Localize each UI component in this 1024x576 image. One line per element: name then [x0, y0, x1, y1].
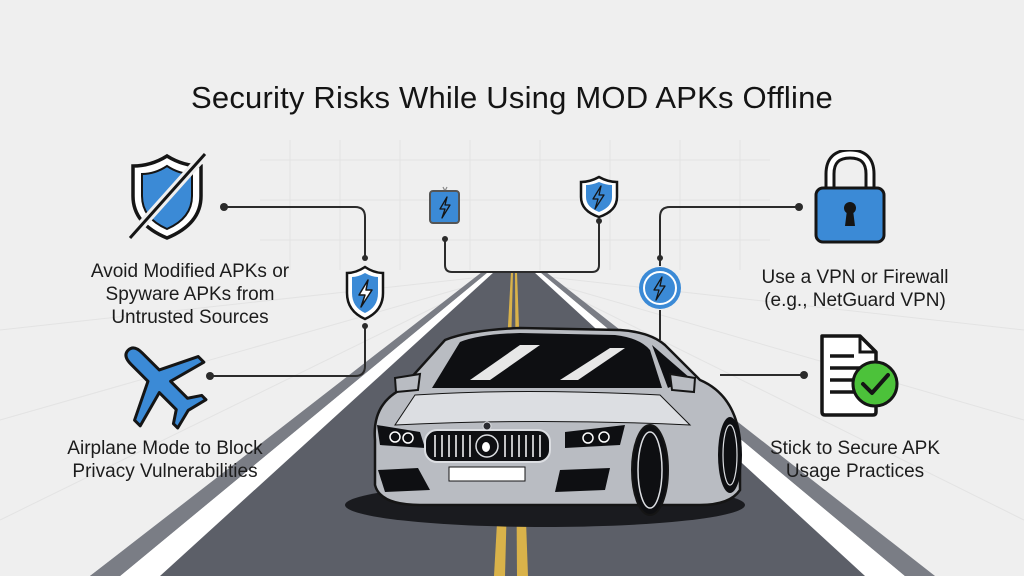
circle-bolt-icon — [639, 267, 681, 309]
label-line: Privacy Vulnerabilities — [72, 461, 258, 482]
label-line: Stick to Secure APK — [769, 438, 941, 459]
label-airplane-mode: Airplane Mode to Block Privacy Vulnerabi… — [30, 437, 300, 483]
label-line: Avoid Modified APKs or — [90, 261, 290, 282]
grille-slats — [434, 435, 541, 457]
car-illustration — [345, 326, 745, 527]
label-line: (e.g., NetGuard VPN) — [764, 290, 946, 311]
document-check-icon — [820, 334, 899, 417]
label-vpn-firewall: Use a VPN or Firewall (e.g., NetGuard VP… — [725, 266, 985, 312]
shield-slash-icon — [126, 152, 209, 241]
padlock-icon — [814, 150, 886, 244]
label-line: Use a VPN or Firewall — [761, 267, 949, 288]
label-line: Spyware APKs from — [105, 284, 275, 305]
battery-bolt-icon — [429, 186, 460, 224]
connector-dots — [206, 203, 808, 380]
connector-lines — [210, 206, 805, 377]
label-line: Usage Practices — [785, 461, 925, 482]
label-secure-practices: Stick to Secure APK Usage Practices — [745, 437, 965, 483]
shield-bolt-icon — [579, 175, 619, 219]
page-title: Security Risks While Using MOD APKs Offl… — [191, 80, 833, 115]
label-avoid-modified-apks: Avoid Modified APKs or Spyware APKs from… — [40, 260, 340, 329]
airplane-icon — [124, 346, 208, 430]
background-grid — [0, 140, 1024, 521]
label-line: Untrusted Sources — [111, 307, 269, 328]
shield-bolt-icon — [345, 265, 385, 321]
label-line: Airplane Mode to Block — [67, 438, 263, 459]
